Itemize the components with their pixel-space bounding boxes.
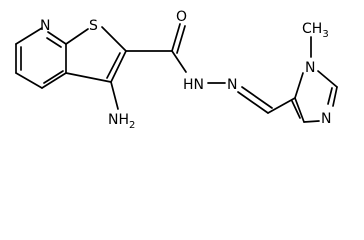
methyl-label-subscript: 3	[322, 29, 328, 40]
bond-c2-n3-double	[327, 87, 333, 105]
atom-label-layer: N S O NH2 HN N CH3 N N	[40, 9, 331, 131]
bond-c4-c4a-double	[43, 70, 64, 84]
bond-n1-c2-imid	[317, 70, 338, 88]
bond-c4-c4a	[41, 72, 67, 89]
methyl-label-main: CH	[302, 21, 322, 37]
atom-carbonyl-o: O	[176, 9, 187, 25]
bond-carbonyl-o	[171, 23, 181, 52]
chemical-structure: N S O NH2 HN N CH3 N N	[15, 9, 338, 131]
atom-thiophene-s: S	[89, 18, 98, 34]
bond-n3-c4	[303, 120, 320, 123]
bond-c7a-s1	[65, 28, 89, 45]
bond-carbonyl-o-double	[176, 25, 186, 54]
atom-methyl: CH3	[302, 21, 329, 40]
atom-amino: NH2	[108, 112, 135, 131]
amino-label-subscript: 2	[129, 120, 135, 131]
bond-c2-c3-thio-double	[106, 52, 121, 79]
atom-pyridine-n: N	[40, 18, 50, 34]
bond-carbonyl-nh	[171, 50, 187, 73]
atom-hydrazide-nh: HN	[183, 77, 204, 93]
bond-n-ch	[237, 91, 269, 114]
bond-s1-c2	[101, 26, 127, 52]
bond-c3-amino	[110, 81, 119, 110]
bond-c7a-n1-double	[46, 37, 62, 48]
bond-ch-c5	[267, 97, 296, 114]
bond-n-ch-double	[241, 86, 273, 109]
bond-n1-c2	[15, 27, 43, 45]
bond-c2-n3	[332, 86, 338, 107]
bond-c5-n1	[294, 72, 304, 99]
bond-layer	[15, 23, 338, 123]
bond-c4-c5-double	[291, 100, 301, 119]
bond-c7a-n1	[47, 31, 67, 45]
bond-c4-c5	[294, 97, 305, 123]
atom-imidazole-n-methyl: N	[305, 60, 315, 76]
bond-c3-c4a	[65, 72, 112, 83]
atom-imidazole-n: N	[321, 111, 331, 127]
bond-c2-c3-thio	[110, 50, 127, 83]
bond-c3-c4	[15, 72, 43, 89]
amino-label-main: NH	[108, 112, 129, 128]
atom-hydrazone-n: N	[227, 77, 237, 93]
